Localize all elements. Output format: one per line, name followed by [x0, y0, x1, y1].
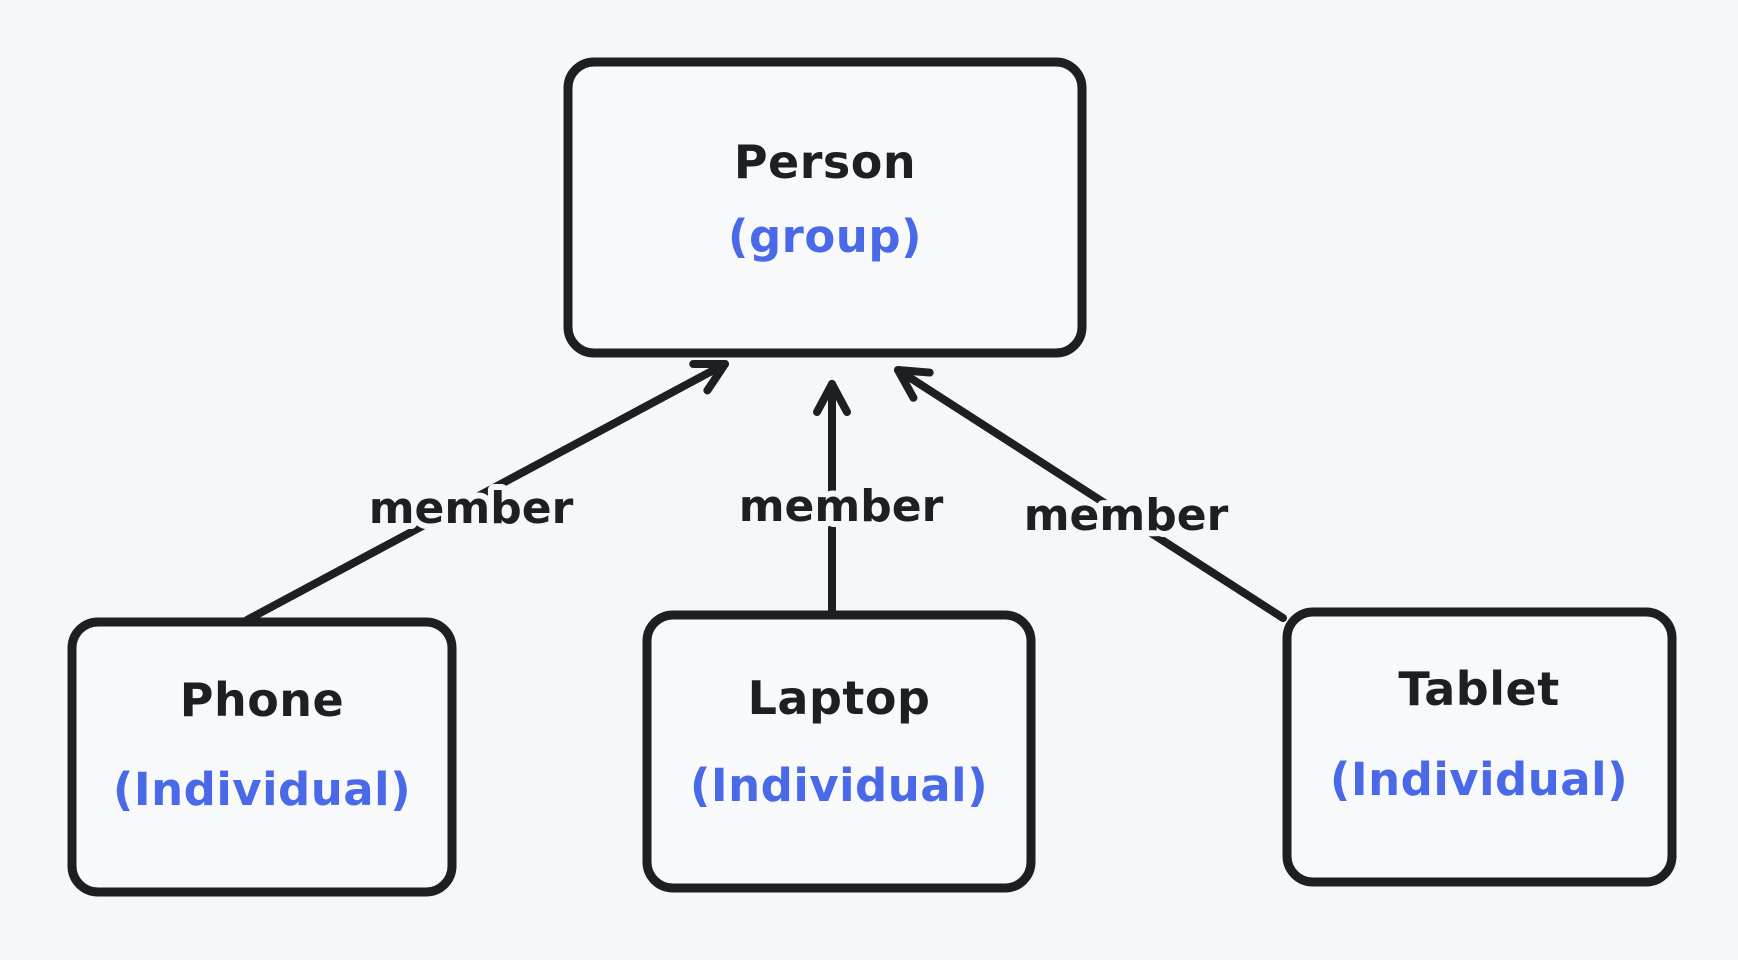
person-node-type: (group)	[728, 210, 922, 263]
tablet-node-type: (Individual)	[1330, 753, 1628, 806]
tablet-node-box[interactable]	[1282, 607, 1677, 887]
tablet-node[interactable]: Tablet (Individual)	[1282, 607, 1677, 887]
edge-tablet-person-line[interactable]	[894, 366, 1287, 622]
laptop-node-type: (Individual)	[690, 759, 988, 812]
phone-node-name: Phone	[180, 673, 345, 727]
phone-node[interactable]: Phone (Individual)	[67, 617, 457, 897]
edge-phone-person-line[interactable]	[243, 359, 729, 624]
member-label-left: member	[369, 483, 574, 534]
edge-tablet-person[interactable]	[894, 366, 1287, 622]
laptop-node-box[interactable]	[642, 610, 1036, 893]
member-label-right: member	[1024, 490, 1229, 541]
laptop-node-name: Laptop	[748, 671, 931, 725]
person-node-box[interactable]	[563, 57, 1087, 358]
member-label-middle: member	[739, 481, 944, 532]
phone-node-box[interactable]	[67, 617, 457, 897]
person-node-name: Person	[734, 135, 916, 189]
person-node[interactable]: Person (group)	[563, 57, 1087, 358]
tablet-node-name: Tablet	[1398, 662, 1559, 716]
laptop-node[interactable]: Laptop (Individual)	[642, 610, 1036, 893]
edge-phone-person[interactable]	[243, 359, 729, 624]
phone-node-type: (Individual)	[113, 763, 411, 816]
